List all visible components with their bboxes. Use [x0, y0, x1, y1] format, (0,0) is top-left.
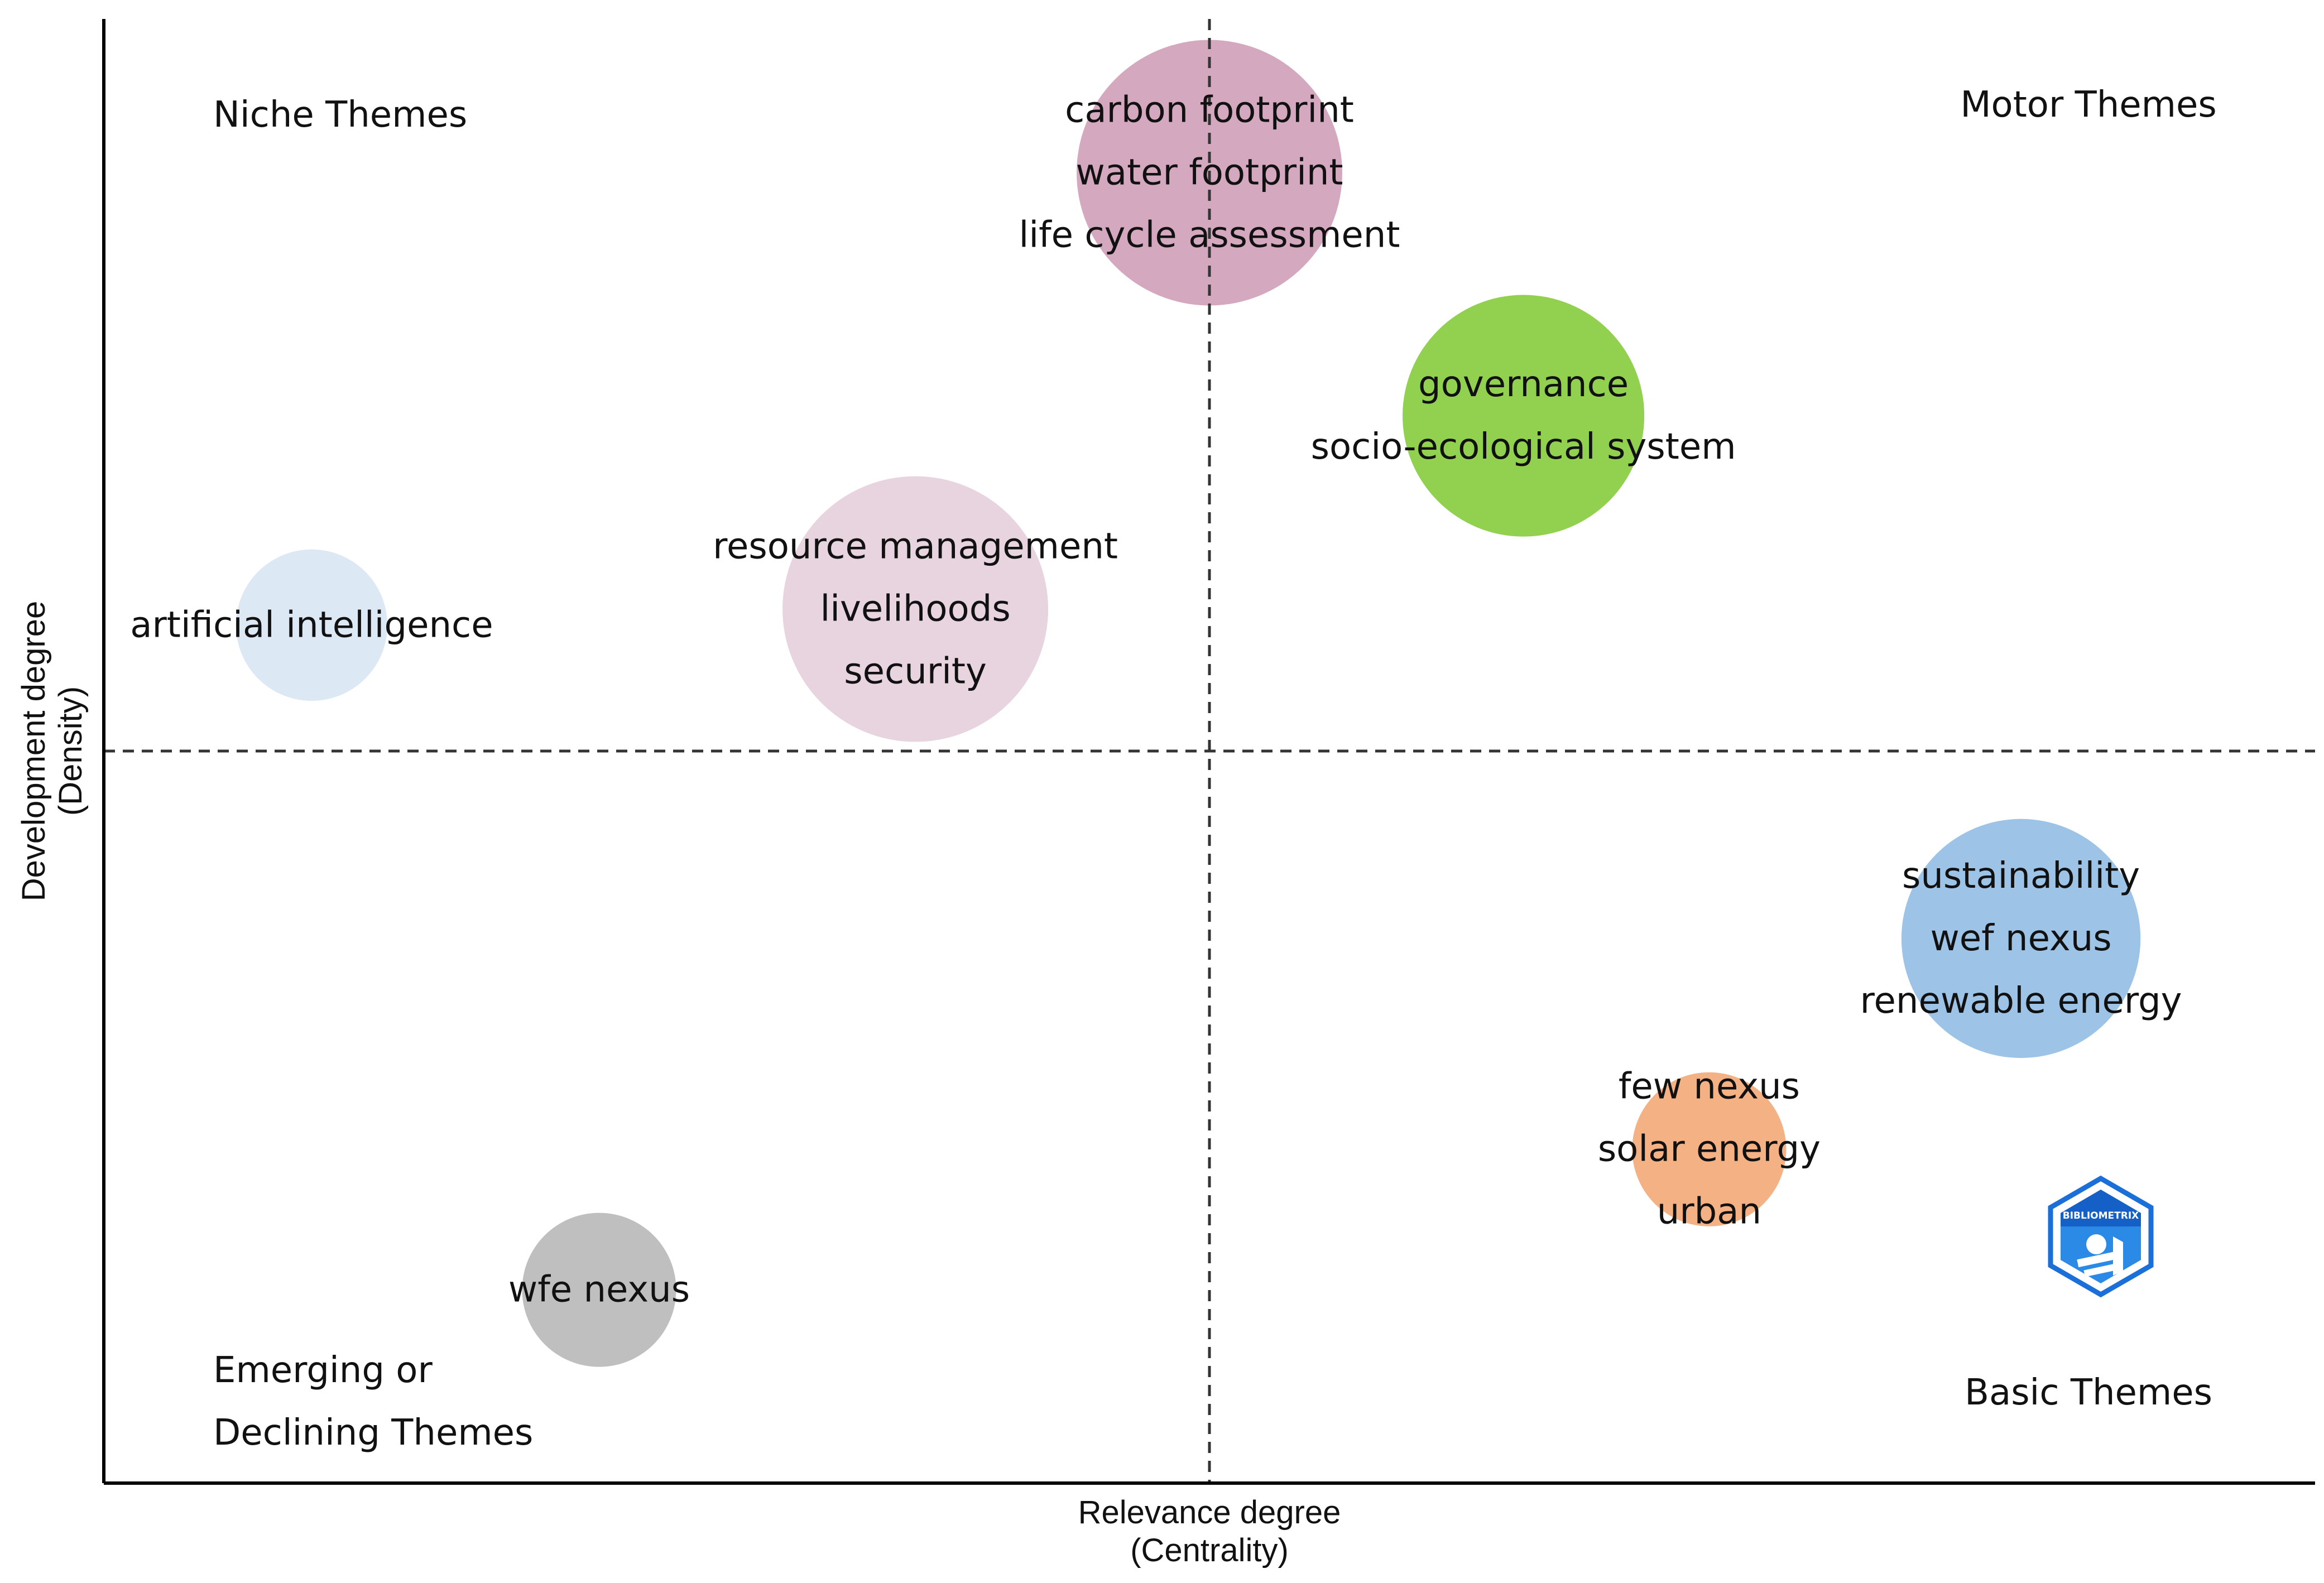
bubble-3 — [782, 476, 1049, 742]
bubble-7-term-1: wfe nexus — [508, 1269, 690, 1311]
bibliometrix-logo: BIBLIOMETRIX — [2048, 1175, 2154, 1298]
bubble-layer — [236, 40, 2141, 1367]
y-axis-title-line-2: (Density) — [52, 686, 89, 816]
bubble-6-term-1: few nexus — [1619, 1066, 1800, 1108]
quadrant-label-bottom-left-2: Declining Themes — [213, 1412, 533, 1454]
bubble-3-term-2: livelihoods — [820, 588, 1010, 629]
bubble-2-term-2: socio-ecological system — [1311, 426, 1736, 468]
bubble-3-term-3: security — [844, 651, 987, 692]
x-axis-title-line-2: (Centrality) — [1130, 1532, 1289, 1568]
quadrant-label-top-right-1: Motor Themes — [1960, 84, 2216, 126]
bubble-6-term-3: urban — [1657, 1191, 1761, 1233]
bubble-6-term-2: solar energy — [1598, 1129, 1821, 1170]
bubble-6 — [1632, 1072, 1787, 1226]
quadrant-label-top-left-1: Niche Themes — [213, 94, 467, 136]
bubble-4-term-1: artificial intelligence — [130, 604, 493, 646]
quadrant-label-bottom-right-1: Basic Themes — [1965, 1372, 2212, 1413]
divider-layer — [104, 19, 2315, 1483]
bubble-1-term-3: life cycle assessment — [1019, 215, 1400, 256]
svg-text:BIBLIOMETRIX: BIBLIOMETRIX — [2063, 1210, 2139, 1221]
bubble-5-term-2: wef nexus — [1930, 918, 2111, 959]
bubble-1-term-2: water footprint — [1076, 152, 1343, 194]
bubble-5 — [1901, 819, 2141, 1058]
axis-layer: Relevance degree(Centrality) Development … — [16, 19, 2315, 1568]
y-axis-title-line-1: Development degree — [16, 601, 52, 901]
label-layer: carbon footprint water footprint life cycl… — [130, 84, 2216, 1454]
bubble-5-term-3: renewable energy — [1860, 980, 2182, 1022]
quadrant-label-bottom-left-1: Emerging or — [213, 1350, 433, 1391]
bubble-4 — [236, 549, 388, 701]
bubble-1-term-1: carbon footprint — [1065, 90, 1354, 131]
bubble-2 — [1403, 295, 1645, 537]
bubble-5-term-1: sustainability — [1902, 855, 2140, 897]
x-axis-title-line-1: Relevance degree — [1078, 1494, 1341, 1531]
bubble-2-term-1: governance — [1418, 364, 1629, 405]
bubble-7 — [522, 1212, 676, 1367]
bubble-3-term-1: resource management — [713, 526, 1118, 567]
